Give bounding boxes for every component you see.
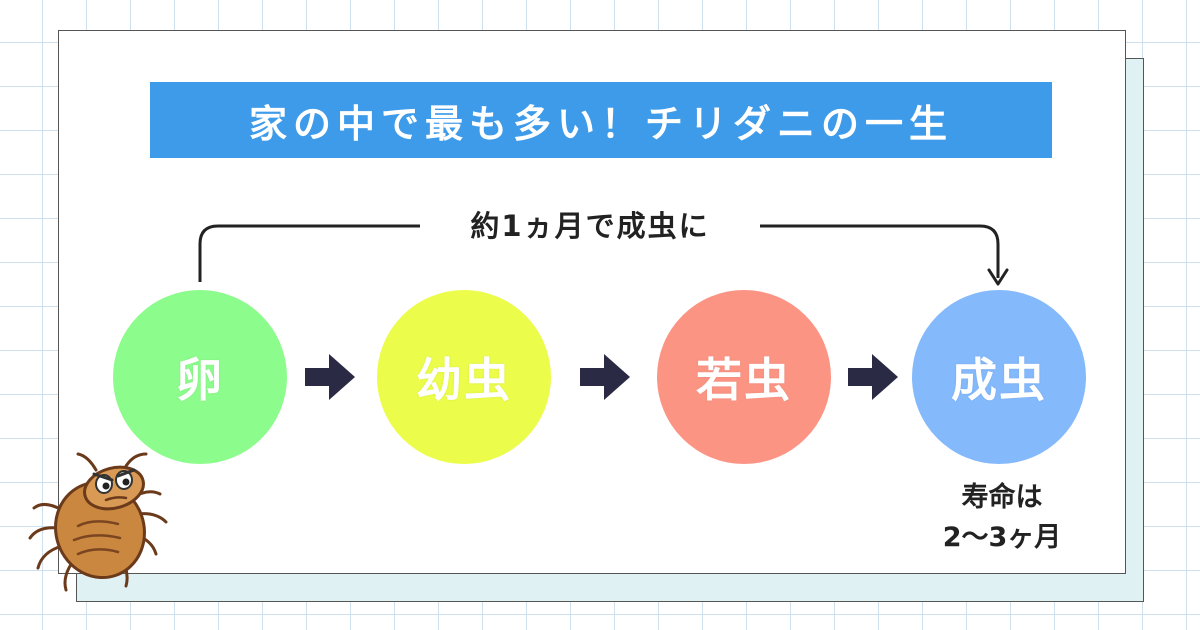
page-title: 家の中で最も多い！チリダニの一生 xyxy=(150,82,1052,158)
right-arrow-icon xyxy=(848,354,898,400)
stage-label: 卵 xyxy=(176,353,224,407)
right-arrow-icon xyxy=(580,354,630,400)
lifespan-line2: 2〜3ヶ月 xyxy=(942,522,1062,553)
lifespan-note: 寿命は 2〜3ヶ月 xyxy=(918,478,1086,558)
stage-egg: 卵 xyxy=(113,290,287,464)
lifespan-line1: 寿命は xyxy=(961,482,1043,513)
duration-label: 約1ヵ月で成虫に xyxy=(420,202,760,246)
stage-adult: 成虫 xyxy=(912,290,1086,464)
right-arrow-icon xyxy=(305,354,355,400)
stage-label: 幼虫 xyxy=(416,353,512,407)
dust-mite-icon xyxy=(28,452,168,592)
stage-label: 成虫 xyxy=(951,353,1047,407)
stage-larva: 幼虫 xyxy=(377,290,551,464)
stage-label: 若虫 xyxy=(696,353,792,407)
stage-nymph: 若虫 xyxy=(657,290,831,464)
